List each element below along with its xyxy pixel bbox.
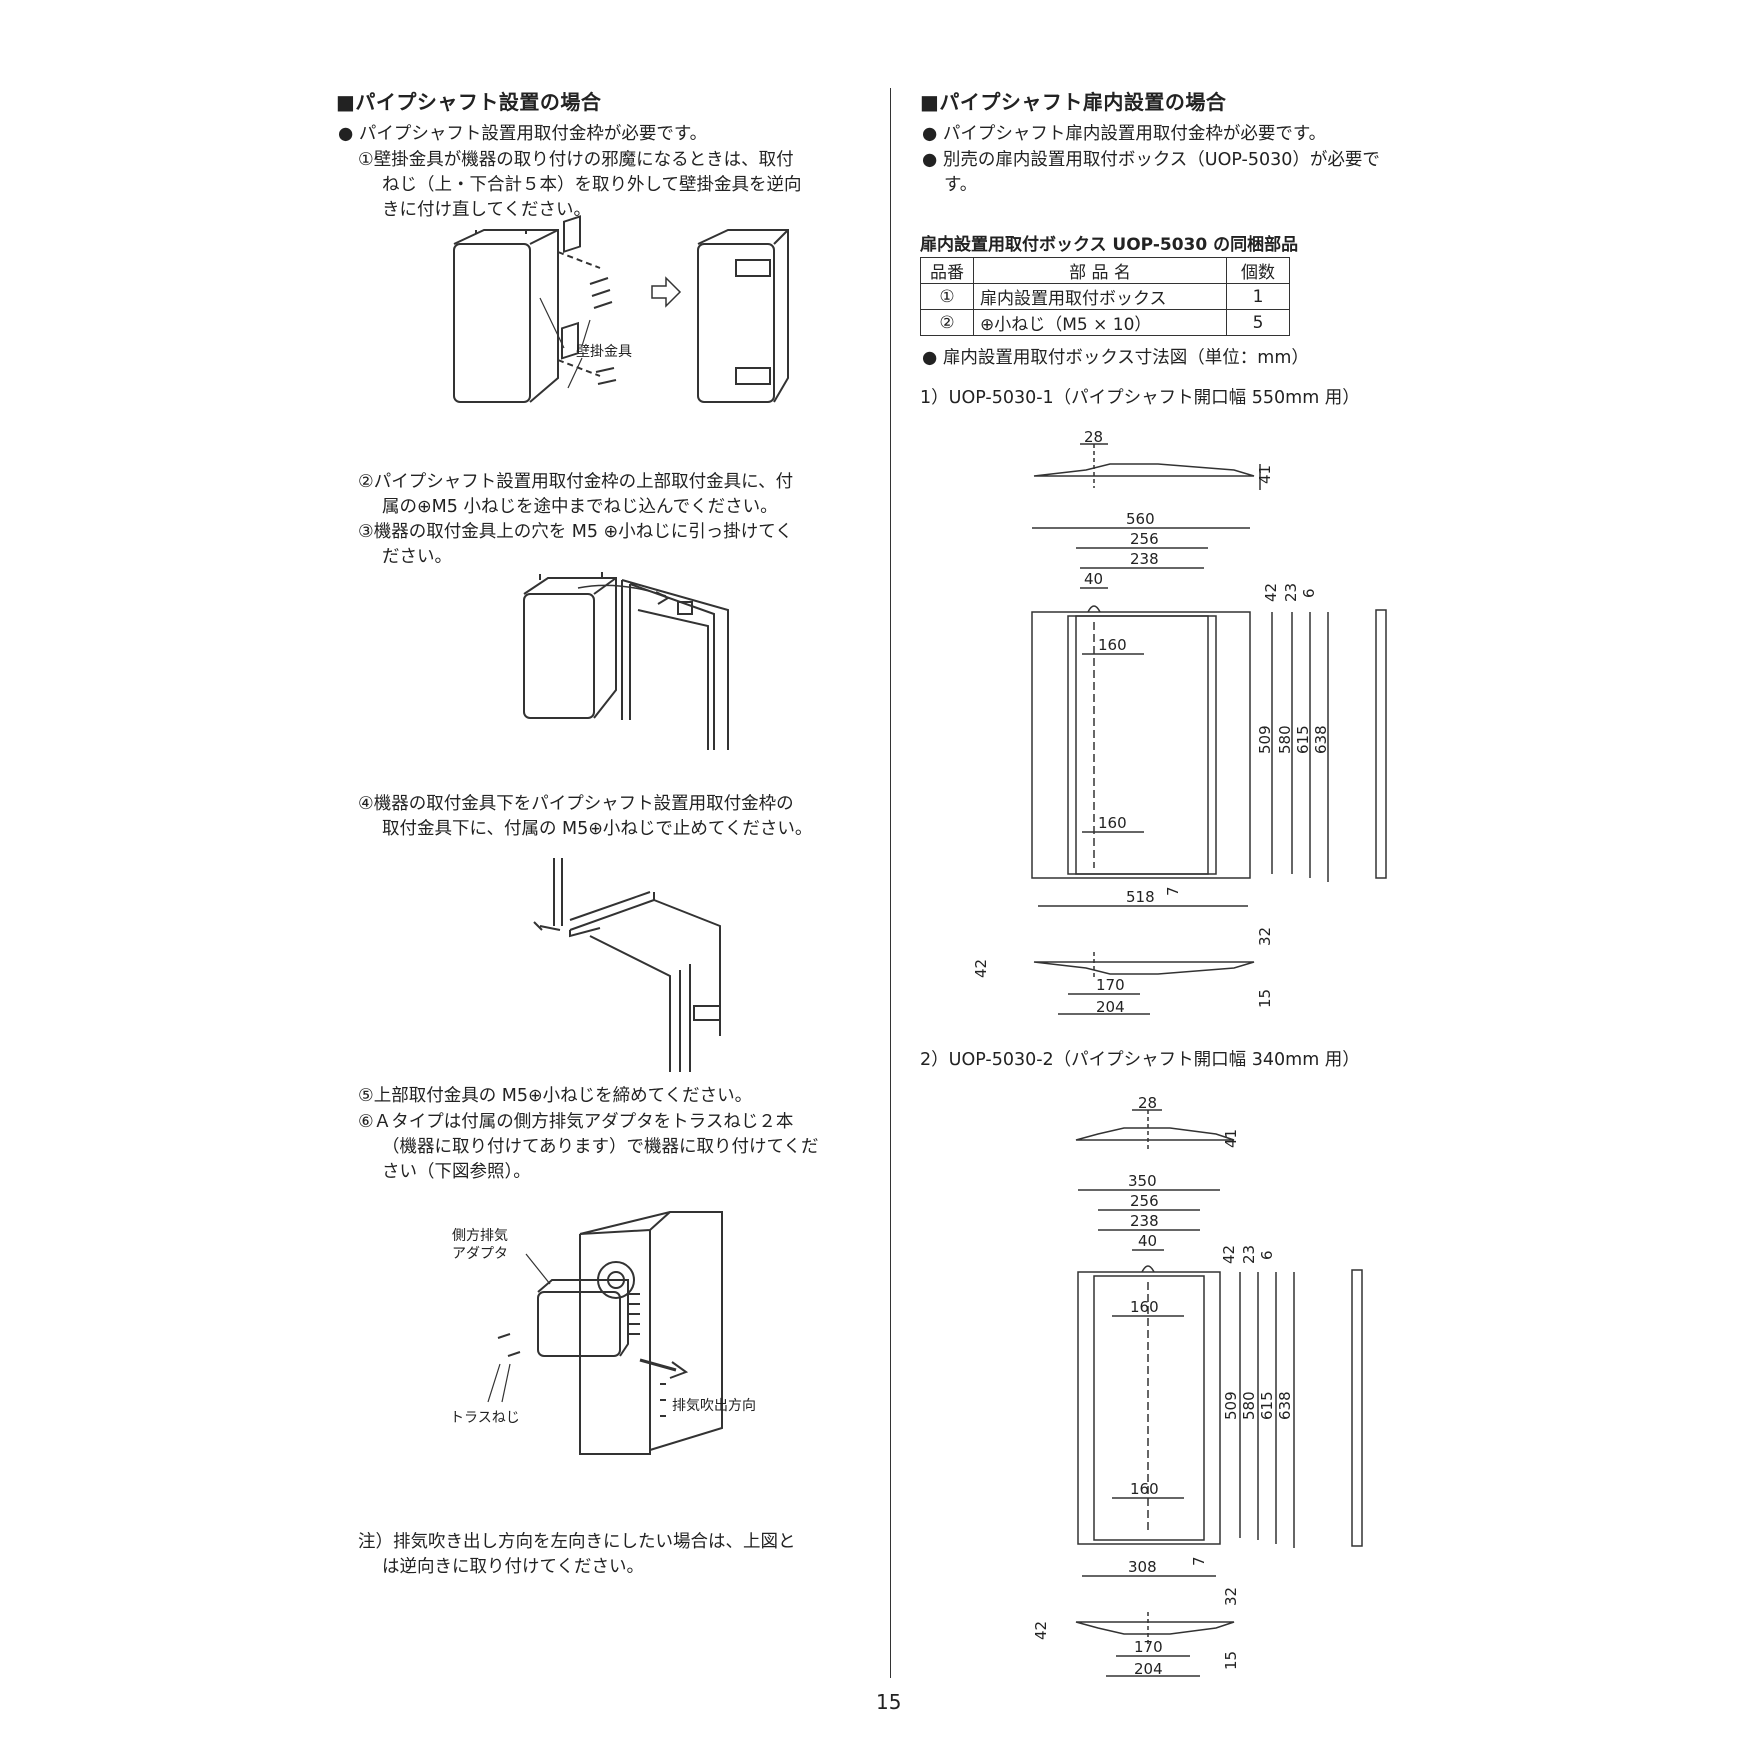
right-heading: ■パイプシャフト扉内設置の場合	[920, 90, 1227, 114]
dim-638: 638	[1276, 1391, 1294, 1420]
table-row: ② ⊕小ねじ（M5 × 10） 5	[920, 309, 1290, 336]
column-divider	[890, 88, 891, 1678]
parts-table-header: 品番 部 品 名 個数	[920, 257, 1290, 284]
dim-32: 32	[1256, 927, 1274, 946]
dimension-drawing-1: 28 41 560 256 238 40 42 23 6 160 160 509…	[972, 428, 1387, 1016]
dim-615: 615	[1294, 725, 1312, 754]
dim-32: 32	[1222, 1587, 1240, 1606]
dim-256: 256	[1130, 1192, 1159, 1210]
table-row: ① 扉内設置用取付ボックス 1	[920, 283, 1290, 310]
side-exhaust-adapter-figure: 側方排気 アダプタ トラスねじ 排気吹出方向	[450, 1211, 756, 1455]
dim-42: 42	[1262, 583, 1280, 602]
col-header: 品番	[920, 257, 974, 284]
wall-bracket-label: 壁掛金具	[576, 344, 632, 360]
bottom-fix-figure	[533, 858, 721, 1072]
dim-615: 615	[1258, 1391, 1276, 1420]
dim-560: 560	[1126, 510, 1155, 528]
right-bullet-1: ● パイプシャフト扉内設置用取付金枠が必要です。	[922, 124, 1327, 144]
step-3: ③機器の取付金具上の穴を M5 ⊕小ねじに引っ掛けてく ださい。	[358, 522, 793, 567]
dim-42-bottom: 42	[972, 959, 990, 978]
table-cell: ①	[920, 283, 974, 310]
table-cell: ②	[920, 309, 974, 336]
dim-28: 28	[1138, 1094, 1157, 1112]
step-6: ⑥Ａタイプは付属の側方排気アダプタをトラスねじ２本 （機器に取り付けてあります）…	[358, 1112, 819, 1182]
dim-160-lower: 160	[1098, 814, 1127, 832]
dim-170: 170	[1134, 1638, 1163, 1656]
right-bullet-2: ● 別売の扉内設置用取付ボックス（UOP-5030）が必要で す。	[922, 150, 1380, 195]
dim-509: 509	[1222, 1391, 1240, 1420]
table-cell: 5	[1226, 309, 1290, 336]
table-cell: 扉内設置用取付ボックス	[973, 283, 1227, 310]
col-header: 部 品 名	[973, 257, 1227, 284]
dim-23: 23	[1240, 1245, 1258, 1264]
dim-42-bottom: 42	[1032, 1621, 1050, 1640]
dim-6: 6	[1258, 1250, 1276, 1260]
truss-screw-label: トラスねじ	[450, 1410, 520, 1426]
dim-580: 580	[1240, 1391, 1258, 1420]
diagram-2-title: 2）UOP-5030-2（パイプシャフト開口幅 340mm 用）	[920, 1050, 1360, 1070]
dim-15: 15	[1256, 989, 1274, 1008]
table-cell: ⊕小ねじ（M5 × 10）	[973, 309, 1227, 336]
col-header: 個数	[1226, 257, 1290, 284]
parts-table-title: 扉内設置用取付ボックス UOP-5030 の同梱部品	[920, 235, 1299, 255]
dim-238: 238	[1130, 550, 1159, 568]
parts-table: 品番 部 品 名 個数 ① 扉内設置用取付ボックス 1 ② ⊕小ねじ（M5 × …	[920, 257, 1290, 336]
dim-40: 40	[1084, 570, 1103, 588]
step-4: ④機器の取付金具下をパイプシャフト設置用取付金枠の 取付金具下に、付属の M5⊕…	[358, 794, 813, 839]
dim-170: 170	[1096, 976, 1125, 994]
dim-28: 28	[1084, 428, 1103, 446]
adapter-label-2: アダプタ	[452, 1246, 508, 1262]
diagram-1-title: 1）UOP-5030-1（パイプシャフト開口幅 550mm 用）	[920, 388, 1360, 408]
right-bullet-3: ● 扉内設置用取付ボックス寸法図（単位：mm）	[922, 348, 1309, 368]
dim-23: 23	[1282, 583, 1300, 602]
dim-256: 256	[1130, 530, 1159, 548]
dim-509: 509	[1256, 725, 1274, 754]
dim-350: 350	[1128, 1172, 1157, 1190]
dim-40: 40	[1138, 1232, 1157, 1250]
dim-160-upper: 160	[1098, 636, 1127, 654]
exhaust-direction-label: 排気吹出方向	[672, 1398, 756, 1414]
dim-638: 638	[1312, 725, 1330, 754]
adapter-label-1: 側方排気	[452, 1228, 508, 1244]
dim-15: 15	[1222, 1651, 1240, 1670]
note: 注）排気吹き出し方向を左向きにしたい場合は、上図と は逆向きに取り付けてください…	[358, 1532, 796, 1577]
dim-580: 580	[1276, 725, 1294, 754]
dim-204: 204	[1096, 998, 1125, 1016]
dim-308: 308	[1128, 1558, 1157, 1576]
step-5: ⑤上部取付金具の M5⊕小ねじを締めてください。	[358, 1086, 753, 1106]
dim-41: 41	[1222, 1129, 1240, 1148]
dim-160-upper: 160	[1130, 1298, 1159, 1316]
left-heading: ■パイプシャフト設置の場合	[336, 90, 602, 114]
page-number: 15	[876, 1690, 902, 1714]
dim-7: 7	[1190, 1556, 1208, 1566]
dim-238: 238	[1130, 1212, 1159, 1230]
dim-204: 204	[1134, 1660, 1163, 1678]
dim-41: 41	[1256, 465, 1274, 484]
dimension-drawing-2: 28 41 350 256 238 40 42 23 6 160 160 509…	[1032, 1094, 1363, 1678]
dim-6: 6	[1300, 588, 1318, 598]
wall-bracket-figure: 壁掛金具	[453, 215, 789, 403]
dim-518: 518	[1126, 888, 1155, 906]
dim-42: 42	[1220, 1245, 1238, 1264]
hang-on-frame-figure	[523, 572, 729, 750]
dim-160-lower: 160	[1130, 1480, 1159, 1498]
step-2: ②パイプシャフト設置用取付金枠の上部取付金具に、付 属の⊕M5 小ねじを途中まで…	[358, 472, 794, 517]
step-1: ①壁掛金具が機器の取り付けの邪魔になるときは、取付 ねじ（上・下合計５本）を取り…	[358, 150, 802, 220]
left-bullet: ● パイプシャフト設置用取付金枠が必要です。	[338, 124, 708, 144]
dim-7: 7	[1164, 886, 1182, 896]
table-cell: 1	[1226, 283, 1290, 310]
